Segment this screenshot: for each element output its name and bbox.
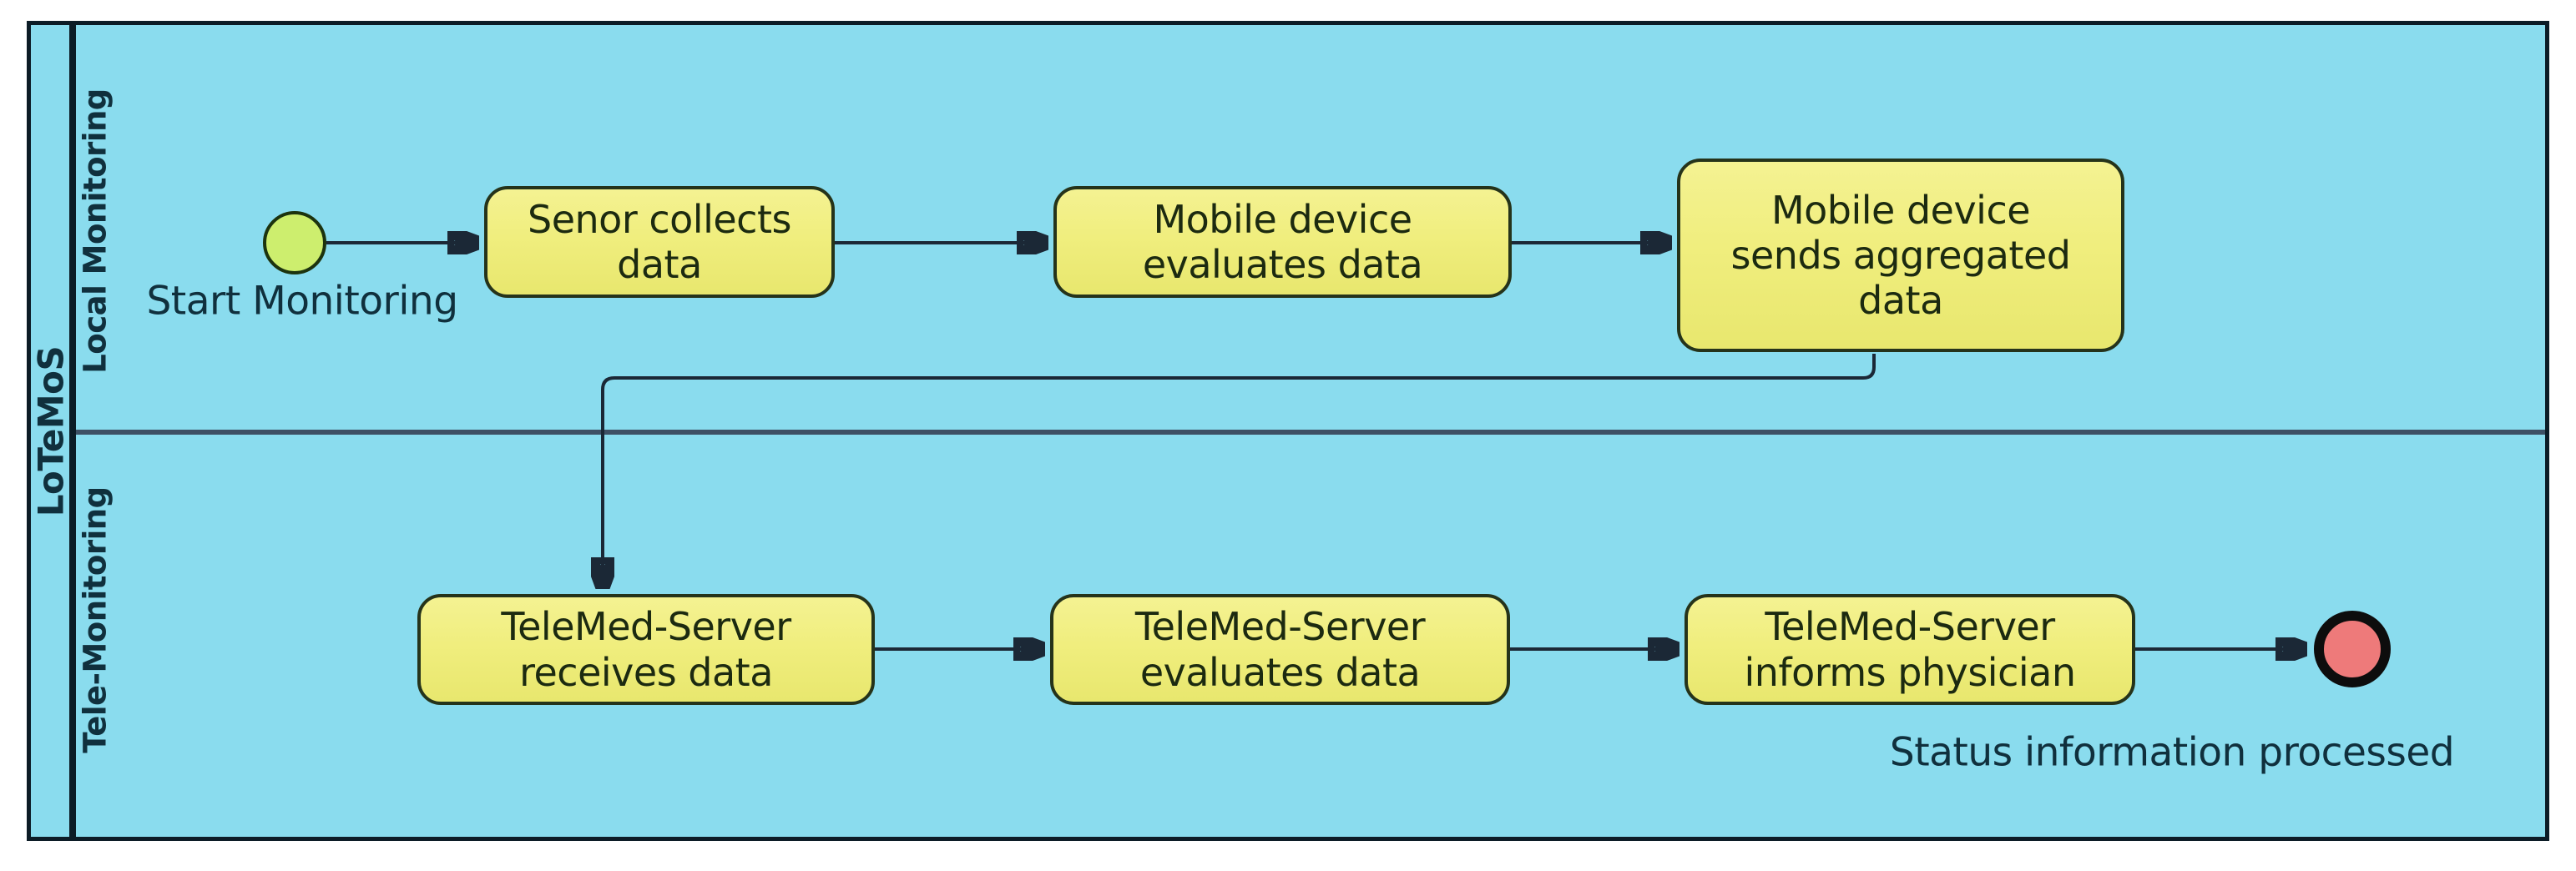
pool-header-divider — [69, 23, 76, 839]
lane-label-local-monitoring: Local Monitoring — [77, 88, 114, 374]
start-event-circle — [263, 211, 326, 274]
pool-label: LoTeMoS — [30, 345, 72, 517]
lane-label-tele-monitoring: Tele-Monitoring — [77, 486, 114, 753]
task-mobile-device-evaluates-data: Mobile device evaluates data — [1053, 186, 1512, 298]
lane-divider — [76, 430, 2545, 435]
task-telemed-server-receives-data: TeleMed-Server receives data — [417, 594, 875, 705]
task-mobile-device-sends-aggregated-data: Mobile device sends aggregated data — [1677, 159, 2124, 352]
end-event-circle — [2314, 611, 2391, 687]
task-telemed-server-informs-physician: TeleMed-Server informs physician — [1685, 594, 2135, 705]
task-telemed-server-evaluates-data: TeleMed-Server evaluates data — [1050, 594, 1510, 705]
start-event-label: Start Monitoring — [146, 278, 458, 325]
task-senor-collects-data: Senor collects data — [484, 186, 835, 298]
end-event-label: Status information processed — [1889, 729, 2455, 776]
